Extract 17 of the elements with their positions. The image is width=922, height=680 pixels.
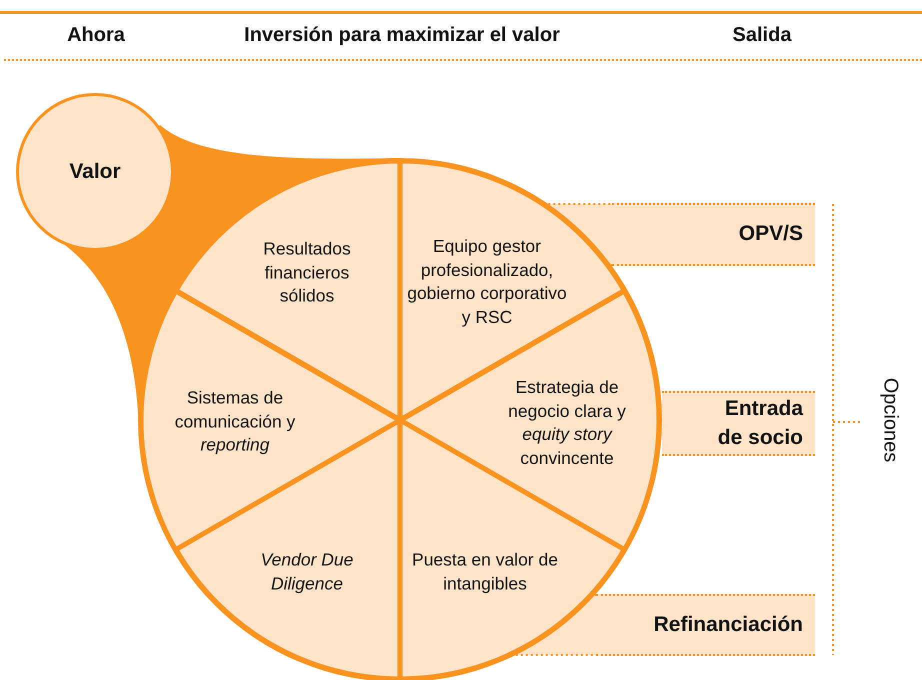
segment-label: Sistemas de comunicación y reporting (174, 386, 296, 457)
circle-label: Valor (69, 160, 121, 184)
segment-label: Puesta en valor de intangibles (411, 548, 559, 596)
column-heading: Ahora (67, 24, 125, 47)
band-label: OPV/S (738, 221, 803, 248)
segment-label: Equipo gestor profesionalizado, gobierno corporativo y RSC (407, 234, 567, 329)
band-label: Entrada de socio (716, 396, 803, 450)
option-band (612, 203, 815, 266)
option-band (662, 391, 815, 456)
segment-label: Resultados financieros sólidos (262, 238, 352, 308)
band-label: Refinanciación (654, 612, 803, 638)
segment-label: Vendor Due Diligence (260, 548, 354, 596)
column-heading: Salida (732, 24, 792, 47)
bracket-label: Opciones (878, 378, 902, 462)
option-band (596, 594, 815, 656)
column-heading: Inversión para maximizar el valor (244, 24, 560, 47)
segment-label: Estrategia de negocio clara y equity story convincente (507, 376, 627, 470)
